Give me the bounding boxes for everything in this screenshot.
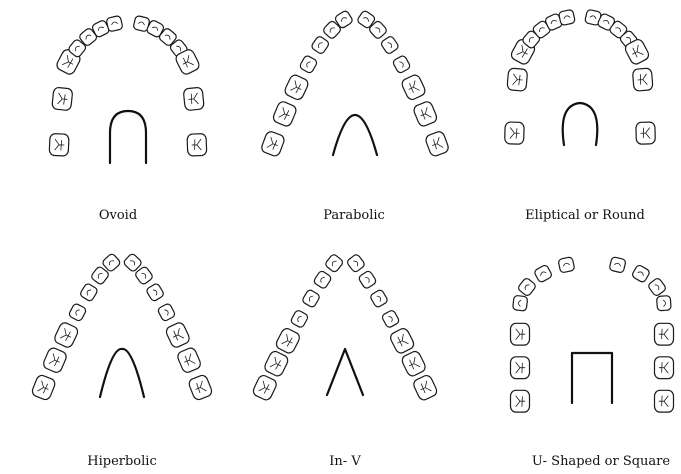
tooth xyxy=(656,295,672,312)
tooth xyxy=(648,278,666,296)
tooth xyxy=(165,322,190,348)
tooth xyxy=(558,256,575,273)
arch-outline xyxy=(570,351,614,405)
tooth xyxy=(264,350,289,377)
arch-outline xyxy=(331,113,379,157)
arch-u-shaped xyxy=(509,256,675,413)
arch-eliptical xyxy=(504,9,656,147)
tooth xyxy=(334,10,353,29)
tooth xyxy=(518,278,536,296)
tooth xyxy=(624,39,650,65)
arch-ovoid xyxy=(48,15,208,165)
tooth xyxy=(509,356,531,380)
tooth xyxy=(31,374,56,401)
tooth xyxy=(653,322,675,346)
tooth xyxy=(358,270,377,289)
tooth xyxy=(323,20,341,39)
tooth xyxy=(392,55,411,74)
tooth xyxy=(534,264,552,283)
label-in-v: In- V xyxy=(329,454,361,469)
tooth xyxy=(506,67,528,92)
tooth xyxy=(635,121,656,145)
tooth xyxy=(558,9,576,26)
arch-outline xyxy=(561,101,599,147)
label-ovoid: Ovoid xyxy=(99,208,137,223)
tooth xyxy=(369,20,387,39)
arch-hiperbolic xyxy=(31,253,213,401)
tooth xyxy=(425,131,449,157)
tooth xyxy=(347,254,365,273)
label-hiperbolic: Hiperbolic xyxy=(87,454,156,469)
tooth xyxy=(381,310,400,328)
tooth xyxy=(544,13,563,31)
tooth xyxy=(284,74,309,101)
tooth xyxy=(183,86,205,111)
tooth xyxy=(51,86,73,111)
arch-outline xyxy=(108,109,148,165)
tooth xyxy=(135,266,153,285)
tooth xyxy=(146,283,164,302)
tooth xyxy=(401,74,426,101)
tooth xyxy=(188,374,213,401)
tooth xyxy=(48,133,70,157)
tooth xyxy=(413,374,438,401)
tooth xyxy=(632,264,650,283)
tooth xyxy=(390,328,415,354)
tooth xyxy=(653,356,675,380)
tooth xyxy=(91,266,109,285)
tooth xyxy=(158,28,177,46)
tooth xyxy=(252,374,277,401)
label-parabolic: Parabolic xyxy=(323,208,385,223)
arch-outline xyxy=(325,347,365,397)
tooth xyxy=(272,101,297,127)
tooth xyxy=(275,328,300,354)
labels-layer: Ovoid Parabolic Eliptical or Round Hiper… xyxy=(87,208,670,469)
tooth xyxy=(609,256,627,273)
tooth xyxy=(302,289,320,308)
label-u-shaped: U- Shaped or Square xyxy=(532,454,670,469)
arch-in-v xyxy=(252,254,438,401)
tooth xyxy=(54,322,79,348)
tooth xyxy=(512,295,528,312)
tooth xyxy=(509,322,531,346)
tooth xyxy=(106,15,123,32)
tooth xyxy=(401,350,426,377)
tooth xyxy=(177,347,201,373)
tooth xyxy=(653,389,675,413)
tooth xyxy=(146,20,165,38)
tooth xyxy=(311,36,330,54)
tooth xyxy=(123,253,142,272)
tooth xyxy=(325,254,343,273)
tooth xyxy=(380,36,399,54)
tooth xyxy=(43,347,67,373)
arch-layer xyxy=(31,9,675,413)
tooth xyxy=(504,121,525,145)
tooth xyxy=(68,303,87,322)
tooth xyxy=(175,49,200,75)
arch-outline xyxy=(98,347,146,399)
tooth xyxy=(290,310,309,328)
tooth xyxy=(413,101,438,127)
tooth xyxy=(102,253,121,272)
tooth xyxy=(80,283,98,302)
arch-parabolic xyxy=(261,10,449,157)
tooth xyxy=(299,55,318,74)
tooth xyxy=(509,389,531,413)
tooth xyxy=(632,67,654,92)
tooth xyxy=(370,289,388,308)
tooth xyxy=(157,303,176,322)
tooth xyxy=(79,28,98,46)
tooth xyxy=(313,270,332,289)
tooth xyxy=(186,133,208,157)
tooth xyxy=(261,131,285,157)
label-eliptical: Eliptical or Round xyxy=(525,208,645,223)
tooth xyxy=(357,10,376,29)
tooth xyxy=(68,39,87,58)
